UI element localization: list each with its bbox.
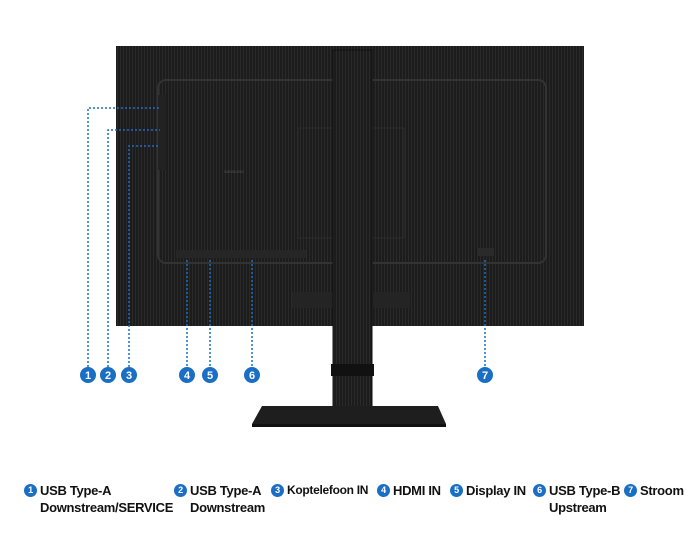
side-port-panel: [158, 95, 166, 170]
stand-base-edge: [252, 424, 446, 427]
callout-badge-2: 2: [100, 367, 116, 383]
callout-badge-5: 5: [202, 367, 218, 383]
legend-label: Koptelefoon IN: [287, 483, 369, 497]
legend-label: Downstream/SERVICE: [40, 500, 174, 515]
legend-label: Stroom: [640, 483, 684, 498]
power-port: [478, 248, 494, 256]
number-badge: 6: [533, 484, 546, 497]
bottom-port-strip: [176, 250, 306, 258]
callout-badge-3: 3: [121, 367, 137, 383]
legend-label: USB Type-A: [190, 483, 262, 498]
legend-label: Downstream: [190, 500, 266, 515]
callout-badge-6: 6: [244, 367, 260, 383]
callout-badge-4: 4: [179, 367, 195, 383]
svg-text:7: 7: [482, 370, 488, 382]
number-badge: 7: [624, 484, 637, 497]
svg-text:1: 1: [85, 370, 91, 382]
stand-base: [252, 406, 446, 424]
callout-lines: [87, 107, 486, 367]
monitor-rear-illustration: SAMSUNG 1 2 3 4 5 6 7: [80, 46, 584, 427]
legend-label: USB Type-B: [549, 483, 621, 498]
stand-neck: [332, 49, 373, 409]
legend-label: Display IN: [466, 483, 526, 498]
svg-text:2: 2: [105, 370, 111, 382]
callout-badge-7: 7: [477, 367, 493, 383]
svg-text:5: 5: [207, 370, 213, 382]
svg-text:6: 6: [249, 370, 255, 382]
samsung-logo: SAMSUNG: [224, 169, 244, 174]
number-badge: 3: [271, 484, 284, 497]
legend-label: Upstream: [549, 500, 607, 515]
legend-label: USB Type-A: [40, 483, 112, 498]
callout-badge-1: 1: [80, 367, 96, 383]
stand-collar: [331, 364, 374, 376]
legend-label: HDMI IN: [393, 483, 441, 498]
number-badge: 2: [174, 484, 187, 497]
svg-text:3: 3: [126, 370, 132, 382]
svg-text:4: 4: [184, 370, 191, 382]
number-badge: 1: [24, 484, 37, 497]
number-badge: 5: [450, 484, 463, 497]
number-badge: 4: [377, 484, 390, 497]
